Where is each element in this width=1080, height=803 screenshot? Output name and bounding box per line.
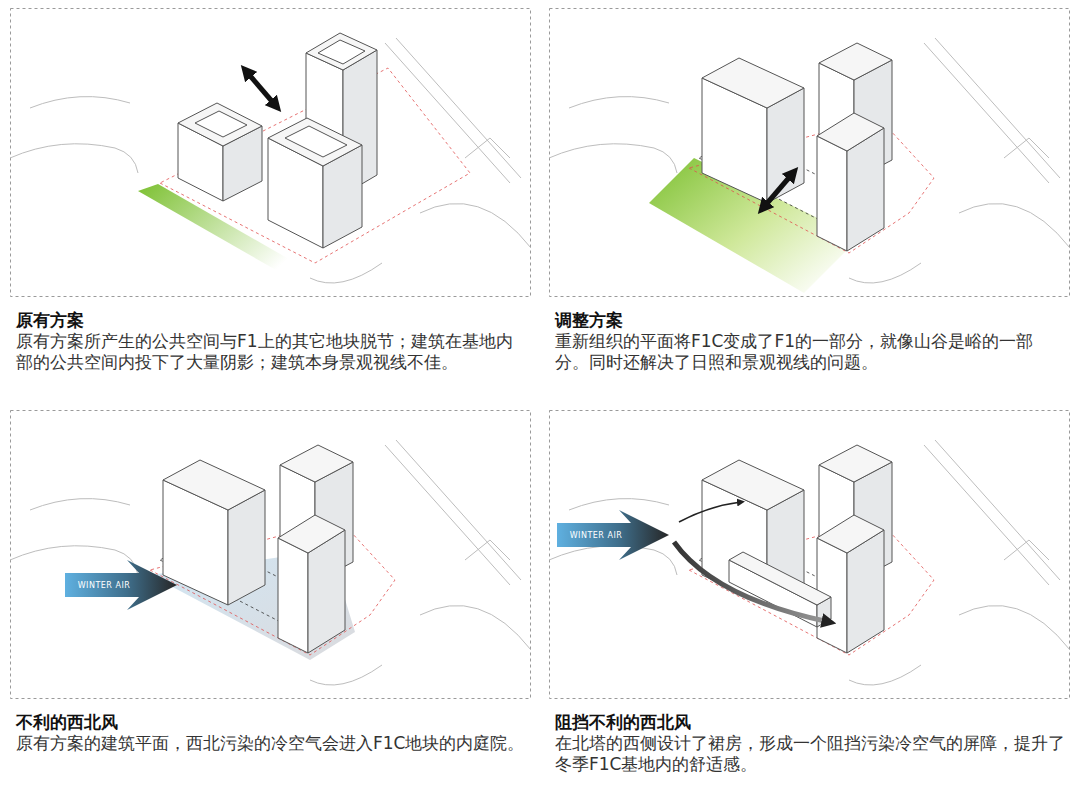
scheme-panel: 不利的西北风原有方案的建筑平面，西北污染的冷空气会进入F1C地块的内庭院。 WIN… bbox=[10, 410, 530, 790]
illustration-shape bbox=[178, 103, 262, 146]
caption-heading: 原有方案 bbox=[16, 310, 526, 331]
northwest-wind-drawing bbox=[10, 410, 531, 699]
illustration-shape bbox=[318, 40, 365, 64]
illustration-shape bbox=[689, 43, 934, 253]
illustration-shape bbox=[10, 440, 531, 685]
illustration-shape bbox=[178, 33, 377, 248]
illustration-shape bbox=[679, 502, 741, 522]
caption-body: 原有方案所产生的公共空间与F1上的其它地块脱节；建筑在基地内部的公共空间内投下了… bbox=[16, 331, 526, 373]
illustration-shape bbox=[306, 33, 377, 70]
caption-heading: 调整方案 bbox=[555, 310, 1065, 331]
caption-block: 原有方案原有方案所产生的公共空间与F1上的其它地块脱节；建筑在基地内部的公共空间… bbox=[10, 8, 530, 373]
illustration-shape bbox=[689, 445, 934, 655]
winter-air-arrow: WINTER AIR bbox=[65, 560, 177, 610]
caption-block: 阻挡不利的西北风在北塔的西侧设计了裙房，形成一个阻挡污染冷空气的屏障，提升了冬季… bbox=[549, 410, 1069, 775]
illustration-shape bbox=[817, 113, 884, 151]
arrow-outline bbox=[557, 510, 669, 560]
illustration-shape bbox=[11, 9, 531, 297]
scheme-panel: 调整方案重新组织的平面将F1C变成了F1的一部分，就像山谷是峪的一部分。同时还解… bbox=[549, 8, 1069, 388]
adjusted-scheme-drawing bbox=[549, 8, 1070, 297]
wind-label: WINTER AIR bbox=[570, 531, 657, 540]
caption-heading: 阻挡不利的西北风 bbox=[555, 712, 1065, 733]
illustration-shape bbox=[549, 440, 1070, 685]
caption-body: 在北塔的西侧设计了裙房，形成一个阻挡污染冷空气的屏障，提升了冬季F1C基地内的舒… bbox=[555, 733, 1065, 775]
original-scheme-drawing bbox=[10, 8, 531, 297]
wind-label: WINTER AIR bbox=[78, 581, 165, 590]
illustration-shape bbox=[729, 552, 831, 627]
illustration-shape bbox=[11, 411, 531, 699]
illustration-shape bbox=[763, 173, 793, 208]
illustration-shape bbox=[246, 71, 276, 106]
caption-body: 重新组织的平面将F1C变成了F1的一部分，就像山谷是峪的一部分。同时还解决了日照… bbox=[555, 331, 1065, 373]
caption-block: 调整方案重新组织的平面将F1C变成了F1的一部分，就像山谷是峪的一部分。同时还解… bbox=[549, 8, 1069, 373]
illustration-shape bbox=[285, 126, 347, 157]
winter-air-arrow: WINTER AIR bbox=[557, 510, 669, 560]
illustration-shape bbox=[550, 9, 1070, 297]
illustration-shape bbox=[817, 136, 847, 251]
illustration-shape bbox=[550, 411, 1070, 699]
illustration-shape bbox=[674, 542, 829, 622]
scheme-panel: 原有方案原有方案所产生的公共空间与F1上的其它地块脱节；建筑在基地内部的公共空间… bbox=[10, 8, 530, 388]
illustration-shape bbox=[150, 445, 395, 655]
illustration-shape bbox=[819, 43, 892, 80]
caption-body: 原有方案的建筑平面，西北污染的冷空气会进入F1C地块的内庭院。 bbox=[16, 733, 526, 754]
arrow-outline bbox=[65, 560, 177, 610]
illustration-shape bbox=[268, 118, 362, 166]
illustration-shape bbox=[10, 38, 531, 283]
illustration-shape bbox=[195, 111, 247, 137]
caption-heading: 不利的西北风 bbox=[16, 712, 526, 733]
illustration-shape bbox=[702, 58, 804, 108]
scheme-panel: 阻挡不利的西北风在北塔的西侧设计了裙房，形成一个阻挡污染冷空气的屏障，提升了冬季… bbox=[549, 410, 1069, 790]
illustration-shape bbox=[702, 43, 892, 251]
